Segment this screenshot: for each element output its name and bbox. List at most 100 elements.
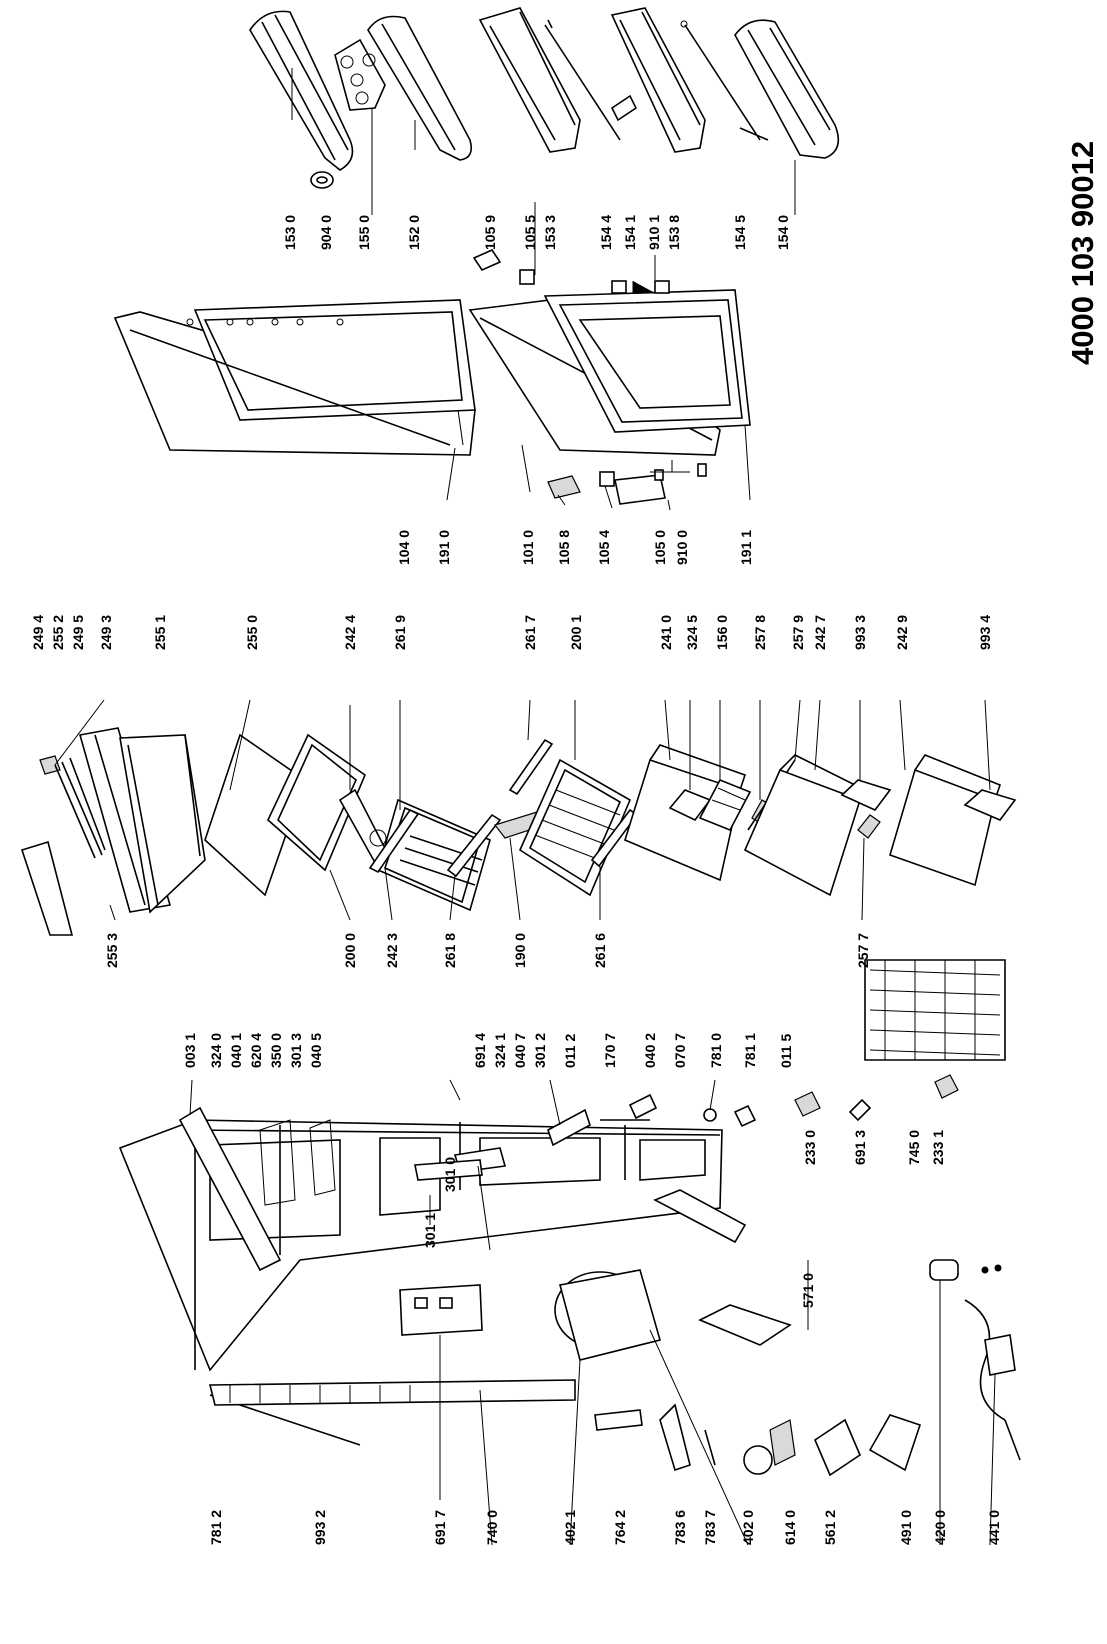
drawer-242-9 (889, 754, 1001, 887)
door-bin-152-0 (367, 15, 473, 161)
callout-233-1: 233 1 (930, 1129, 946, 1165)
callout-011-2: 011 2 (562, 1033, 578, 1068)
callout-040-5: 040 5 (308, 1032, 324, 1068)
part-491-0 (868, 1414, 922, 1472)
rail-261-9 (368, 808, 420, 874)
callout-402-0: 402 0 (740, 1509, 756, 1545)
callout-040-1: 040 1 (228, 1032, 244, 1068)
callout-904-0: 904 0 (318, 214, 334, 250)
callout-764-2: 764 2 (612, 1509, 628, 1545)
callout-105-0: 105 0 (652, 529, 668, 565)
callout-154-5: 154 5 (732, 214, 748, 250)
part-691-7 (399, 1284, 483, 1336)
callout-691-7: 691 7 (432, 1509, 448, 1545)
part-011-2 (547, 1108, 591, 1147)
callout-249-3: 249 3 (98, 614, 114, 650)
hinge-105-9 (472, 248, 502, 272)
callout-255-0: 255 0 (244, 614, 260, 650)
glass-shelf-assembly-255-2 (20, 755, 106, 936)
callout-040-2: 040 2 (642, 1032, 658, 1068)
callout-153-8: 153 8 (666, 214, 682, 250)
callout-200-1: 200 1 (568, 614, 584, 650)
part-420-0 (929, 1259, 1002, 1281)
callout-257-9: 257 9 (790, 614, 806, 650)
callout-261-8: 261 8 (442, 932, 458, 968)
hinge-cap-105-5 (519, 269, 535, 285)
part-233-0 (794, 1091, 821, 1117)
drawer-242-7 (743, 754, 867, 897)
callout-781-2: 781 2 (208, 1509, 224, 1545)
callout-781-1: 781 1 (742, 1032, 758, 1068)
door-bin-153-3 (478, 7, 581, 153)
part-781-0 (703, 1108, 717, 1122)
door-shelf-rod-154-5 (680, 20, 769, 141)
part-764-2 (594, 1409, 643, 1431)
callout-402-1: 402 1 (562, 1509, 578, 1545)
callout-003-1: 003 1 (182, 1032, 198, 1068)
hinge-set-910-0 (650, 460, 707, 477)
callout-156-0: 156 0 (714, 614, 730, 650)
hinge-105-0 (614, 469, 666, 505)
evaporator-745-0 (864, 959, 1006, 1061)
callout-261-7: 261 7 (522, 614, 538, 650)
front-993-4 (963, 789, 1017, 821)
callout-011-5: 011 5 (778, 1033, 794, 1068)
callout-441-0: 441 0 (986, 1509, 1002, 1545)
hinge-cap-105-4 (599, 471, 615, 487)
callout-620-4: 620 4 (248, 1032, 264, 1068)
ice-tray-156-0 (698, 778, 752, 832)
callout-691-3: 691 3 (852, 1129, 868, 1165)
callout-614-0: 614 0 (782, 1509, 798, 1545)
callout-257-7: 257 7 (855, 932, 871, 968)
callout-301-3: 301 3 (288, 1032, 304, 1068)
callout-561-2: 561 2 (822, 1509, 838, 1545)
callout-910-1: 910 1 (646, 214, 662, 250)
callout-255-2: 255 2 (50, 614, 66, 650)
callout-154-1: 154 1 (622, 214, 638, 250)
callout-301-1: 301 1 (422, 1212, 438, 1248)
callout-740-0: 740 0 (484, 1509, 500, 1545)
callout-070-7: 070 7 (672, 1032, 688, 1068)
freezer-door-104-0 (113, 299, 476, 456)
egg-tray-155-0 (334, 38, 386, 111)
callout-242-9: 242 9 (894, 614, 910, 650)
shelf-200-0 (267, 733, 366, 872)
callout-691-4: 691 4 (472, 1032, 488, 1068)
callout-993-4: 993 4 (977, 614, 993, 650)
part-783-6 (659, 1403, 691, 1472)
callout-155-0: 155 0 (356, 214, 372, 250)
callout-105-4: 105 4 (596, 529, 612, 565)
hinge-105-8 (547, 475, 581, 499)
callout-153-0: 153 0 (282, 214, 298, 250)
callout-105-5: 105 5 (522, 214, 538, 250)
part-781-1 (733, 1104, 757, 1128)
hinge-set-910-1 (611, 280, 670, 294)
rail-261-7 (508, 738, 554, 796)
callout-261-6: 261 6 (592, 932, 608, 968)
callout-040-7: 040 7 (512, 1032, 528, 1068)
callout-257-8: 257 8 (752, 614, 768, 650)
callout-783-7: 783 7 (702, 1509, 718, 1545)
callout-152-0: 152 0 (406, 214, 422, 250)
door-gasket-191-0 (457, 409, 464, 446)
callout-191-0: 191 0 (436, 529, 452, 565)
door-gasket-191-1 (543, 289, 751, 433)
callout-745-0: 745 0 (906, 1129, 922, 1165)
callout-301-0: 301 0 (442, 1156, 458, 1192)
callout-105-9: 105 9 (482, 214, 498, 250)
part-783-7 (704, 1429, 716, 1466)
hinge-cover-003-1 (178, 1106, 282, 1272)
part-233-1 (934, 1074, 959, 1099)
callout-154-0: 154 0 (775, 214, 791, 250)
callout-261-9: 261 9 (392, 614, 408, 650)
part-040-2 (628, 1093, 658, 1120)
callout-255-3: 255 3 (104, 932, 120, 968)
document-number: 4000 103 90012 (1065, 140, 1100, 365)
drawer-200-1 (518, 758, 632, 897)
callout-153-3: 153 3 (542, 214, 558, 250)
callout-350-0: 350 0 (268, 1032, 284, 1068)
callout-249-5: 249 5 (70, 614, 86, 650)
callout-154-4: 154 4 (598, 214, 614, 250)
part-561-2 (814, 1418, 861, 1477)
callout-783-6: 783 6 (672, 1509, 688, 1545)
